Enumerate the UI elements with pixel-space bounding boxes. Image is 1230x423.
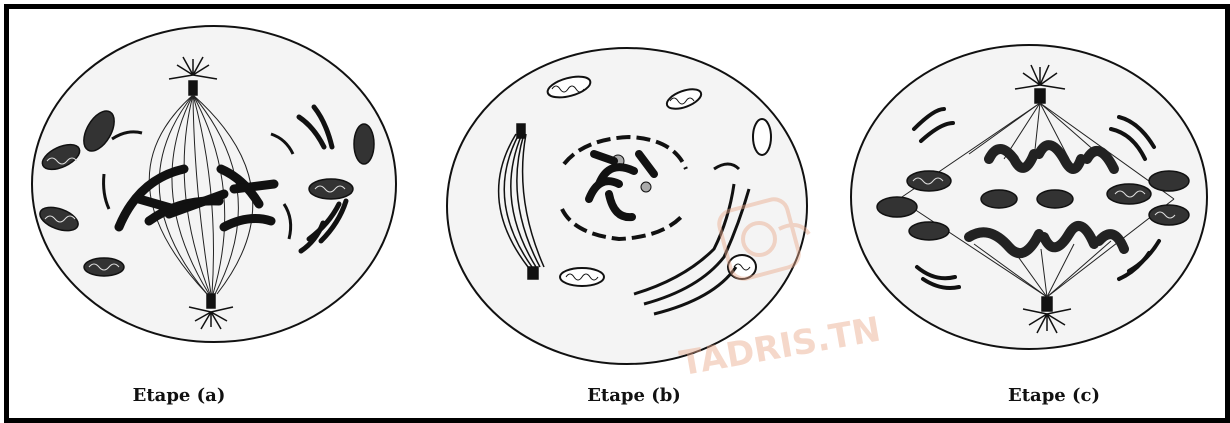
stage-c-caption: Etape (c) xyxy=(934,385,1174,406)
stage-a-cell-drawing xyxy=(9,9,414,418)
stage-a-caption: Etape (a) xyxy=(59,385,299,406)
svg-text:TADRIS.TN: TADRIS.TN xyxy=(677,310,884,379)
stage-b-caption: Etape (b) xyxy=(514,385,754,406)
tadris-watermark-logo: TADRIS.TN xyxy=(659,189,889,379)
stage-a-panel: Etape (a) xyxy=(9,9,414,418)
figure-frame: Etape (a) xyxy=(4,4,1230,423)
